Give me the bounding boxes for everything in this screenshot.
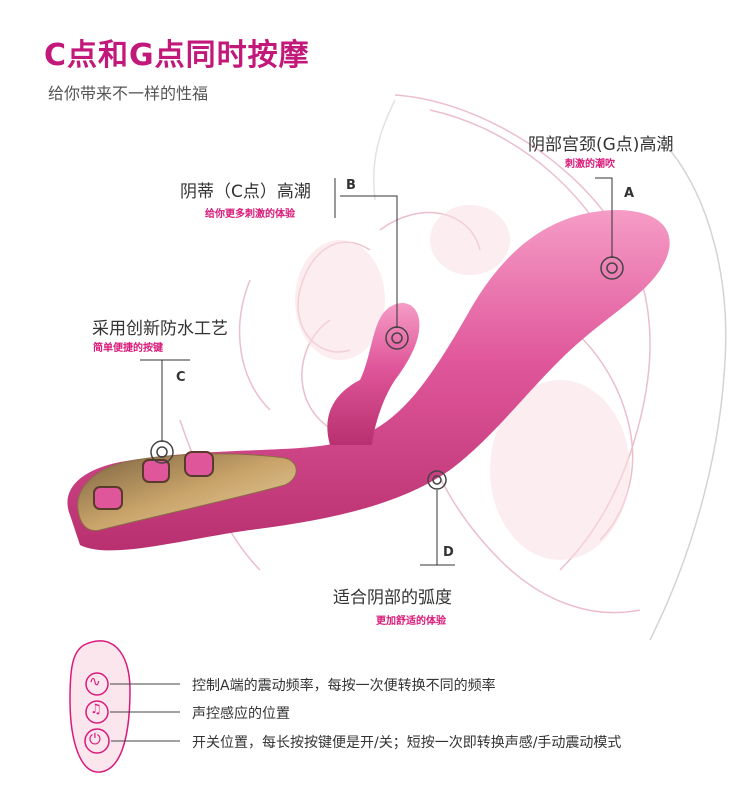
callout-a-subtitle: 刺激的潮吹 — [565, 159, 615, 170]
legend-note-2: 声控感应的位置 — [192, 706, 290, 722]
legend-note-3: 开关位置，每长按按键便是开/关；短按一次即转换声感/手动震动模式 — [192, 735, 622, 751]
page-title: C点和G点同时按摩 — [44, 38, 310, 73]
callout-d-subtitle: 更加舒适的体验 — [376, 616, 446, 627]
callout-a-title: 阴部宫颈(G点)高潮 — [528, 135, 674, 155]
callout-b-title: 阴蒂（C点）高潮 — [180, 182, 311, 202]
callout-b-letter: B — [346, 178, 356, 193]
callout-d-letter: D — [443, 545, 454, 560]
remote-diagram — [69, 640, 180, 773]
control-panel — [77, 453, 297, 532]
wave-icon: ∿ — [89, 674, 101, 690]
callout-c-letter: C — [176, 370, 186, 385]
callout-d-title: 适合阴部的弧度 — [333, 588, 452, 608]
anatomy-fill — [295, 205, 630, 560]
callout-b-subtitle: 给你更多刺激的体验 — [205, 209, 295, 220]
callout-c-subtitle: 简单便捷的按键 — [93, 343, 163, 354]
product-clit-arm — [327, 302, 420, 445]
callout-a-letter: A — [624, 186, 635, 201]
callout-c-title: 采用创新防水工艺 — [92, 319, 228, 339]
panel-buttons — [93, 451, 214, 510]
page-subtitle: 给你带来不一样的性福 — [48, 84, 209, 103]
power-icon: ⏻ — [89, 730, 101, 748]
music-note-icon: ♫ — [90, 702, 102, 717]
legend-note-1: 控制A端的震动频率，每按一次便转换不同的频率 — [192, 678, 496, 694]
leader-lines — [140, 177, 613, 566]
